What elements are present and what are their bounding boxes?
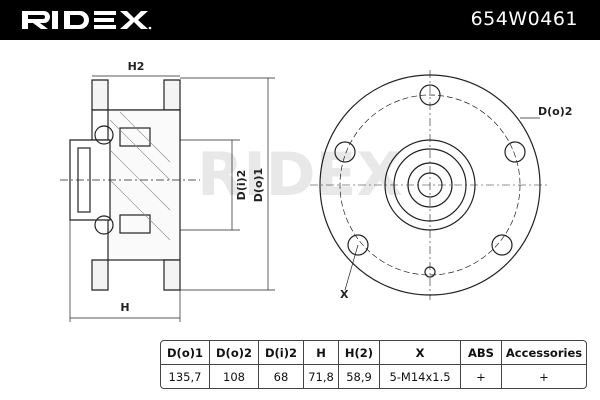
svg-text:RIDEX: RIDEX (197, 140, 403, 210)
side-view (60, 75, 275, 322)
ridex-logo (22, 11, 152, 30)
cell: + (539, 369, 549, 384)
cell: + (461, 365, 502, 388)
label-h: H (120, 301, 129, 314)
spec-table: D(o)1 D(o)2 D(i)2 H H(2) X ABS Accessori… (160, 340, 587, 389)
label-do2: D(o)2 (538, 105, 572, 118)
col-header: D(o)2 (210, 341, 259, 365)
table-row: 135,7 108 68 71,8 58,9 5-M14x1.5 + + (161, 365, 586, 388)
front-view (310, 70, 550, 300)
watermark: RIDEX (197, 140, 403, 210)
label-x: X (340, 288, 349, 301)
col-header: ABS (461, 341, 502, 365)
col-header: X (380, 341, 461, 365)
part-number: 654W0461 (470, 8, 578, 30)
cell: 58,9 (339, 365, 380, 388)
col-header: H(2) (339, 341, 380, 365)
col-header: H (304, 341, 339, 365)
col-header: Accessories (502, 341, 586, 365)
col-header: D(i)2 (259, 341, 304, 365)
label-di2: D(i)2 (235, 170, 248, 201)
label-do1: D(o)1 (252, 168, 265, 202)
cell: 135,7 (161, 365, 210, 388)
header-bar: 654W0461 (0, 0, 600, 40)
cell: 5-M14x1.5 (380, 365, 461, 388)
cell: 108 (210, 365, 259, 388)
cell: 68 (259, 365, 304, 388)
label-h2: H2 (128, 60, 145, 73)
table-header-row: D(o)1 D(o)2 D(i)2 H H(2) X ABS Accessori… (161, 341, 586, 365)
technical-drawing: RIDEX H2 H D(i)2 D(o)1 (60, 60, 572, 322)
col-header: D(o)1 (161, 341, 210, 365)
cell: 71,8 (304, 365, 339, 388)
